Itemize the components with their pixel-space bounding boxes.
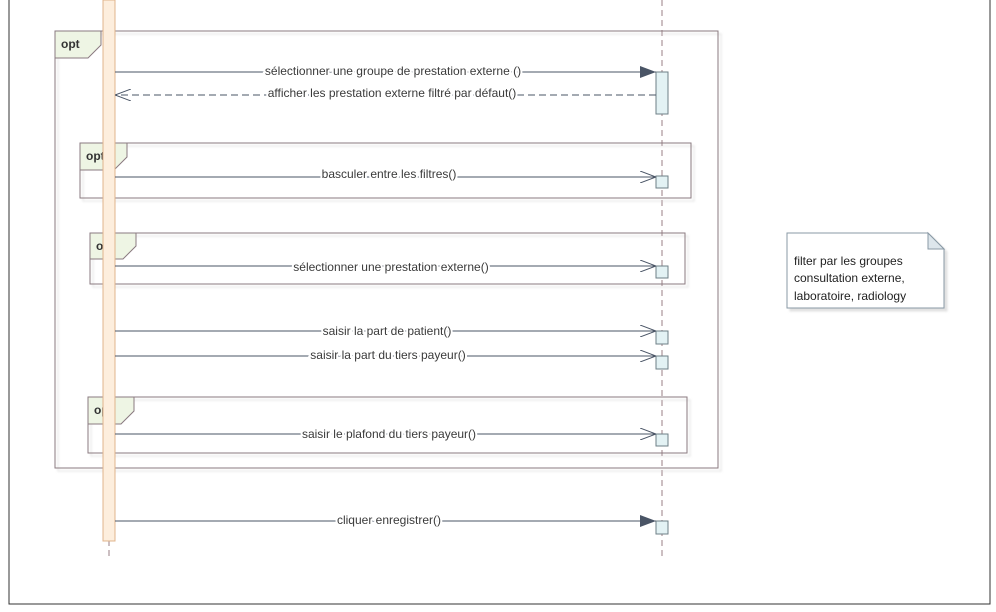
- activation-box-right: [655, 330, 669, 345]
- activation-box-right: [655, 175, 669, 189]
- note-line-3: laboratoire, radiology: [794, 289, 906, 303]
- message-2-return: afficher les prestation externe filtré p…: [115, 84, 656, 102]
- message-label: afficher les prestation externe filtré p…: [268, 86, 517, 100]
- note-line-2: consultation externe,: [794, 271, 905, 285]
- message-5: saisir la part de patient(): [115, 322, 656, 340]
- message-3: basculer entre les filtres(): [115, 165, 656, 183]
- note-body: [786, 232, 945, 309]
- activation-box-right: [655, 433, 669, 447]
- message-label: cliquer enregistrer(): [337, 513, 441, 527]
- message-label: basculer entre les filtres(): [322, 167, 457, 181]
- message-6: saisir la part du tiers payeur(): [115, 346, 656, 364]
- activation-box-right: [655, 355, 669, 370]
- message-label: sélectionner une prestation externe(): [293, 260, 488, 274]
- opt-tab-outer: [54, 30, 102, 59]
- message-4: sélectionner une prestation externe(): [115, 258, 656, 276]
- activation-box-right: [655, 71, 669, 115]
- message-8: cliquer enregistrer(): [115, 511, 656, 529]
- fragment-operator: opt: [61, 37, 80, 51]
- fragment-outer: opt: [54, 30, 719, 469]
- message-1: sélectionner une groupe de prestation ex…: [115, 62, 656, 80]
- message-label: saisir le plafond du tiers payeur(): [302, 427, 476, 441]
- note: filter par les groupes consultation exte…: [786, 231, 946, 309]
- message-7: saisir le plafond du tiers payeur(): [115, 425, 656, 443]
- fragment-2: opt: [89, 232, 686, 285]
- note-fold: [927, 231, 946, 250]
- message-label: saisir la part du tiers payeur(): [310, 348, 465, 362]
- activation-box-right: [655, 265, 669, 279]
- message-label: saisir la part de patient(): [323, 324, 452, 338]
- diagram-border: [8, 0, 991, 605]
- fragment-3: opt: [87, 396, 688, 454]
- fragment-operator: opt: [86, 149, 105, 163]
- activation-bar-left: [102, 0, 116, 542]
- note-line-1: filter par les groupes: [794, 254, 903, 268]
- message-label: sélectionner une groupe de prestation ex…: [265, 64, 521, 78]
- activation-box-right: [655, 520, 669, 535]
